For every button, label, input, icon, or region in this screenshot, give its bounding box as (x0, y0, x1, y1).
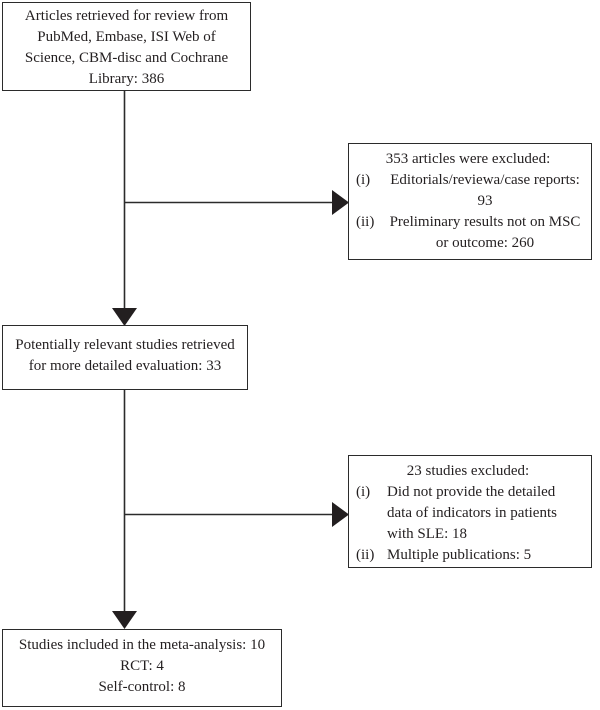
box-text-line: Science, CBM-disc and Cochrane (24, 50, 229, 66)
item-text: Preliminary results not on MSC or outcom… (389, 214, 581, 251)
box-studies-excluded: 23 studies excluded: (i) Did not provide… (348, 455, 592, 568)
box-text-line: Studies included in the meta-analysis: 1… (18, 637, 266, 653)
box-studies-included: Studies included in the meta-analysis: 1… (2, 629, 282, 707)
box-relevant-studies: Potentially relevant studies retrieved f… (2, 325, 248, 390)
item-marker: (i) (356, 484, 371, 500)
box-articles-retrieved: Articles retrieved for review from PubMe… (2, 2, 251, 91)
excluded-item: (ii) Multiple publications: 5 (353, 545, 583, 566)
arrow-right-icon (332, 502, 349, 527)
box-articles-excluded: 353 articles were excluded: (i) Editoria… (348, 143, 592, 260)
arrow-down-icon (112, 308, 137, 326)
box-text-line: RCT: 4 (120, 658, 164, 674)
arrow-down-icon (112, 611, 137, 629)
box-text-line: Articles retrieved for review from (24, 8, 229, 24)
excluded-item: (i) Editorials/reviewa/case reports: 93 (353, 170, 583, 212)
excluded-title: 353 articles were excluded: (385, 151, 551, 167)
box-text-line: Library: 386 (88, 71, 165, 87)
item-marker: (i) (356, 172, 371, 188)
arrow-right-icon (332, 190, 349, 215)
box-text-line: Potentially relevant studies retrieved (15, 337, 235, 353)
box-text-line: for more detailed evaluation: 33 (28, 358, 222, 374)
box-text-line: Self-control: 8 (98, 679, 186, 695)
excluded-item: (i) Did not provide the detailed data of… (353, 482, 583, 545)
item-marker: (ii) (356, 214, 375, 230)
excluded-item: (ii) Preliminary results not on MSC or o… (353, 212, 583, 254)
box-text-line: PubMed, Embase, ISI Web of (37, 29, 216, 45)
item-text: Editorials/reviewa/case reports: 93 (390, 172, 580, 209)
item-marker: (ii) (356, 547, 375, 563)
excluded-title: 23 studies excluded: (406, 463, 530, 479)
item-text: Multiple publications: 5 (387, 547, 532, 563)
item-text: Did not provide the detailed data of ind… (387, 484, 557, 542)
